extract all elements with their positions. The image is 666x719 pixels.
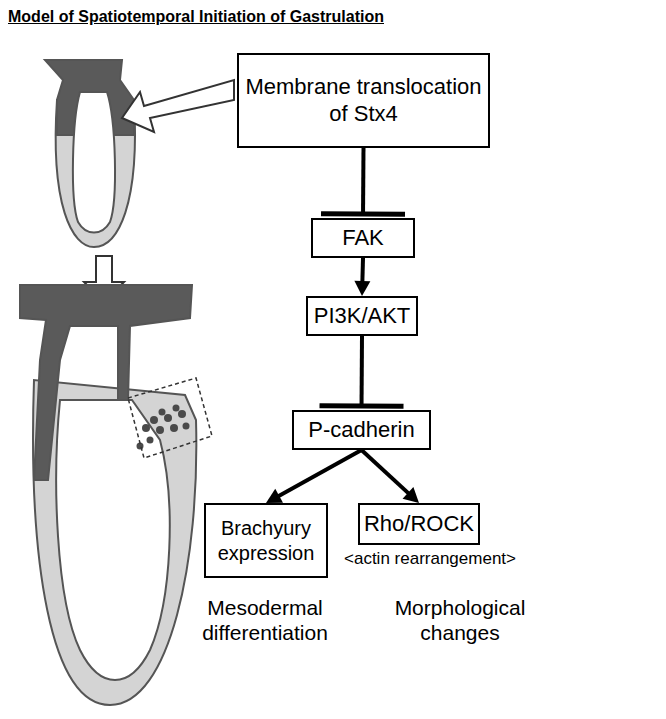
box-text: Brachyury expression — [206, 516, 326, 565]
embryo-early — [45, 60, 135, 247]
arrow-head — [403, 487, 419, 503]
connector-group — [354, 258, 370, 296]
inhibition-bar — [321, 211, 405, 217]
process-box: PI3K/AKT — [306, 296, 418, 336]
annotation-label: Morphological changes — [370, 595, 550, 645]
annotation-label: Mesodermal differentiation — [190, 595, 340, 645]
activation-arrow — [276, 450, 361, 497]
box-text: PI3K/AKT — [314, 303, 411, 330]
activation-arrow — [362, 450, 411, 495]
connector-group — [321, 148, 405, 217]
box-text: Rho/ROCK — [364, 511, 474, 538]
annotation-label: <actin rearrangement> — [335, 549, 525, 569]
inhibition-bar — [320, 403, 404, 409]
process-box: P-cadherin — [292, 410, 431, 450]
pointer-arrow — [122, 80, 234, 132]
embryo-body — [33, 380, 196, 705]
figure-title: Model of Spatiotemporal Initiation of Ga… — [8, 8, 384, 26]
connector-group — [320, 336, 404, 409]
inhibition-line — [361, 148, 365, 214]
process-box: FAK — [311, 218, 415, 258]
arrow-head — [354, 281, 370, 296]
embryo-late — [20, 285, 212, 705]
connector-group — [362, 450, 420, 503]
process-box: Rho/ROCK — [358, 503, 480, 545]
embryo-cavity — [73, 92, 115, 233]
embryo-cavity — [56, 400, 169, 680]
box-text: Membrane translocation of Stx4 — [239, 74, 488, 128]
process-box: Brachyury expression — [204, 503, 328, 578]
box-text: P-cadherin — [308, 417, 414, 444]
process-box: Membrane translocation of Stx4 — [237, 53, 490, 148]
box-text: FAK — [342, 225, 384, 252]
arrow-head — [266, 489, 283, 503]
highlight-box — [128, 378, 212, 458]
mesoderm-cells — [137, 405, 190, 450]
connector-group — [266, 450, 362, 503]
inhibition-line — [360, 336, 364, 406]
activation-arrow — [360, 258, 365, 284]
